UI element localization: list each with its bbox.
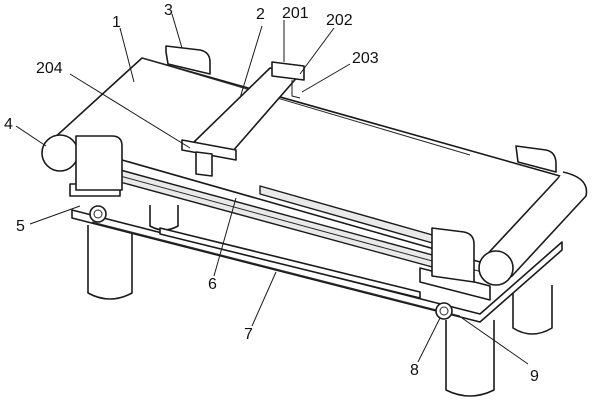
label-2: 2	[256, 6, 265, 23]
front-left-roller	[41, 134, 79, 172]
label-202: 202	[326, 12, 353, 29]
upright-plates	[75, 135, 475, 283]
label-201: 201	[282, 5, 309, 22]
rear-brackets	[165, 45, 557, 173]
label-7: 7	[244, 326, 253, 343]
part-labels: 1 3 2 201 202 203 204 4 5 6 7 8 9	[4, 2, 539, 385]
label-3: 3	[164, 2, 173, 19]
left-knob	[89, 205, 107, 223]
label-204: 204	[36, 60, 63, 77]
right-knob	[435, 302, 453, 320]
leader-lines	[15, 13, 529, 365]
label-9: 9	[530, 368, 539, 385]
conveyor-rollers	[41, 134, 588, 286]
label-8: 8	[410, 362, 419, 379]
front-right-roller	[478, 250, 514, 286]
label-4: 4	[4, 116, 13, 133]
label-5: 5	[16, 218, 25, 235]
adjustment-knobs	[89, 205, 453, 320]
label-203: 203	[352, 50, 379, 67]
push-plate-assembly	[181, 61, 305, 177]
label-6: 6	[208, 276, 217, 293]
label-1: 1	[112, 14, 121, 31]
support-legs	[87, 205, 553, 397]
